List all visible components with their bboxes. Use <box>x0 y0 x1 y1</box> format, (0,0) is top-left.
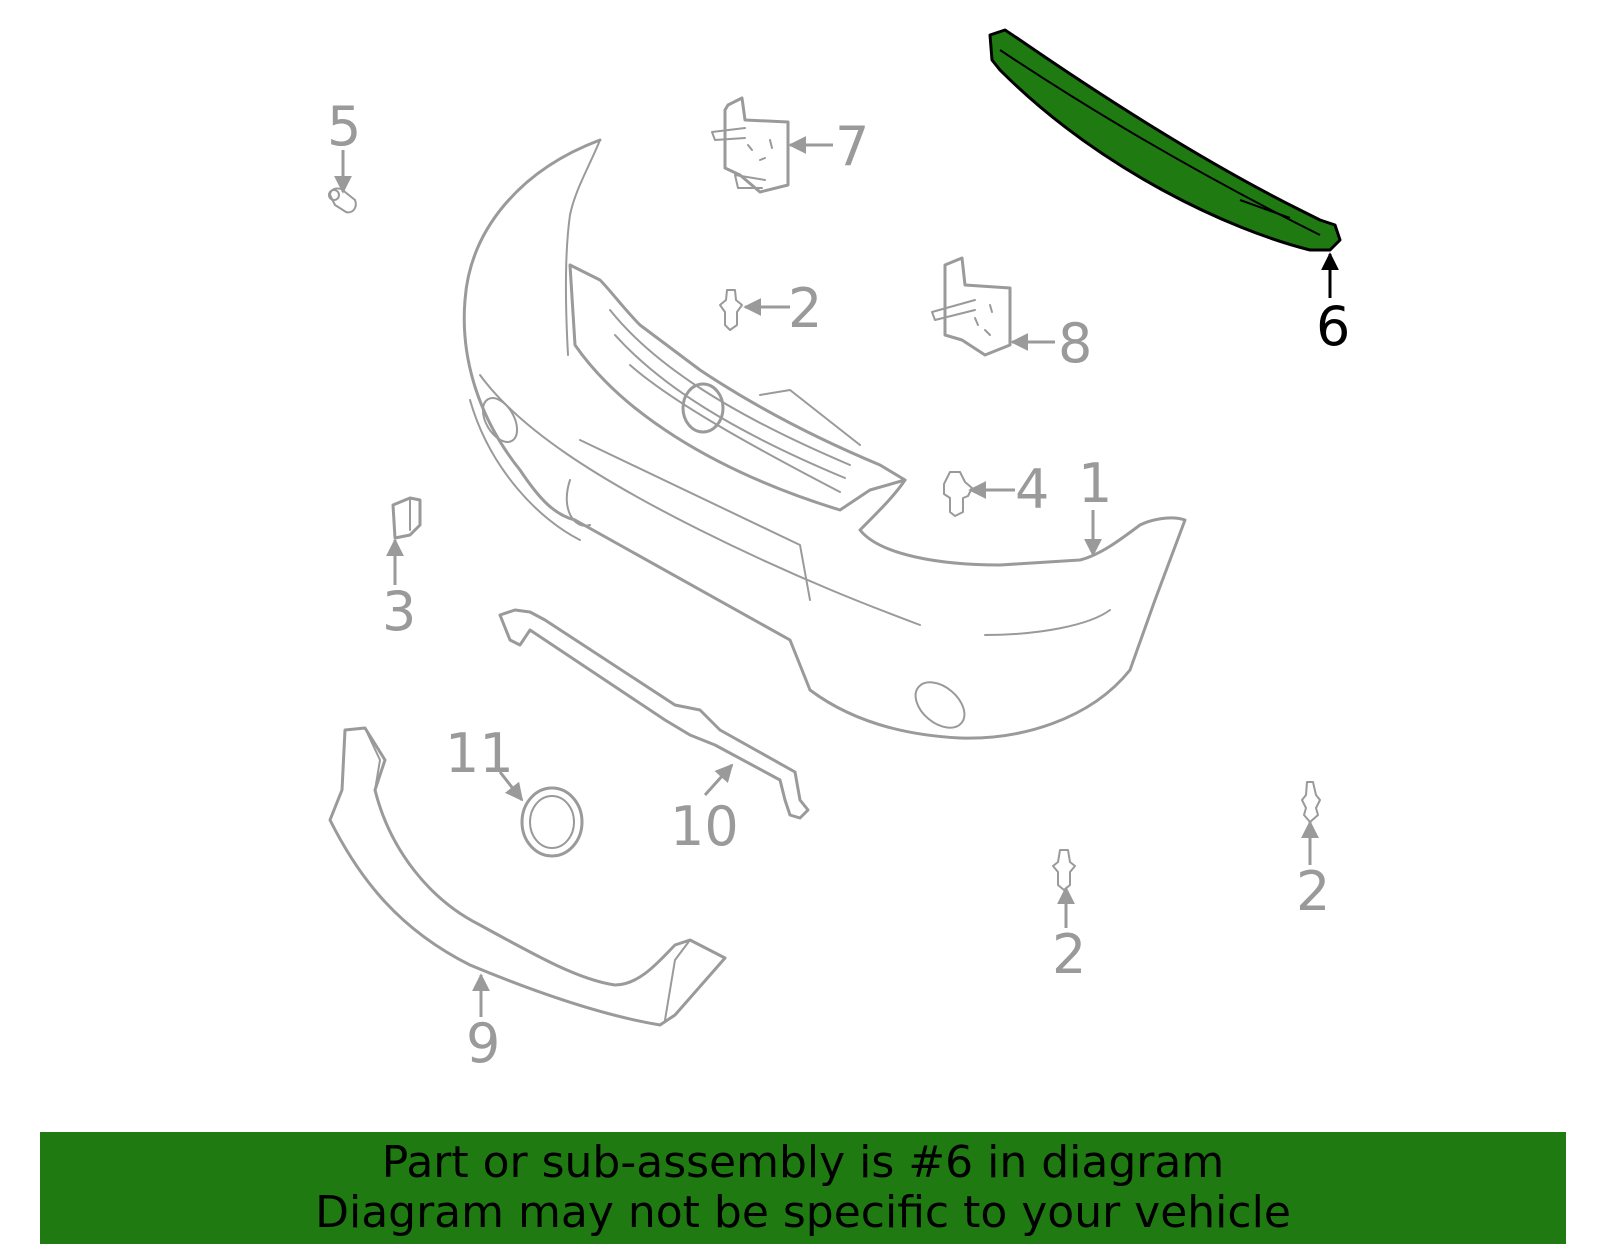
callout-8: 8 <box>1058 312 1092 375</box>
reinforcement-beam-highlighted <box>988 28 1342 252</box>
banner-line-1: Part or sub-assembly is #6 in diagram <box>381 1137 1225 1188</box>
callout-5: 5 <box>327 95 361 158</box>
callout-9: 9 <box>466 1012 500 1075</box>
ring-11 <box>520 786 584 858</box>
callout-6: 6 <box>1316 295 1350 358</box>
callout-arrows <box>334 136 1339 1017</box>
clip-2-bottom-center <box>1052 849 1076 891</box>
callout-3: 3 <box>382 580 416 643</box>
callout-2-bottom-right: 2 <box>1296 860 1330 923</box>
callout-11: 11 <box>445 722 514 785</box>
info-banner: Part or sub-assembly is #6 in diagram Di… <box>40 1132 1566 1244</box>
callout-7: 7 <box>835 115 869 178</box>
molding-9 <box>328 726 727 1027</box>
clip-2-top <box>719 289 743 331</box>
clip-5 <box>328 187 357 214</box>
callout-2-bottom-center: 2 <box>1052 923 1086 986</box>
lower-bracket-10 <box>498 608 810 820</box>
banner-line-2: Diagram may not be specific to your vehi… <box>315 1187 1291 1238</box>
bumper-cover <box>462 138 1187 740</box>
fastener-4 <box>943 471 973 517</box>
callout-1: 1 <box>1078 452 1112 515</box>
bracket-7 <box>711 96 790 194</box>
callout-2-top: 2 <box>788 277 822 340</box>
callout-10: 10 <box>670 795 739 858</box>
grille <box>568 263 907 512</box>
clip-2-bottom-right <box>1301 781 1321 823</box>
cap-3 <box>391 496 422 540</box>
callout-4: 4 <box>1015 458 1049 521</box>
bracket-8 <box>931 256 1012 357</box>
